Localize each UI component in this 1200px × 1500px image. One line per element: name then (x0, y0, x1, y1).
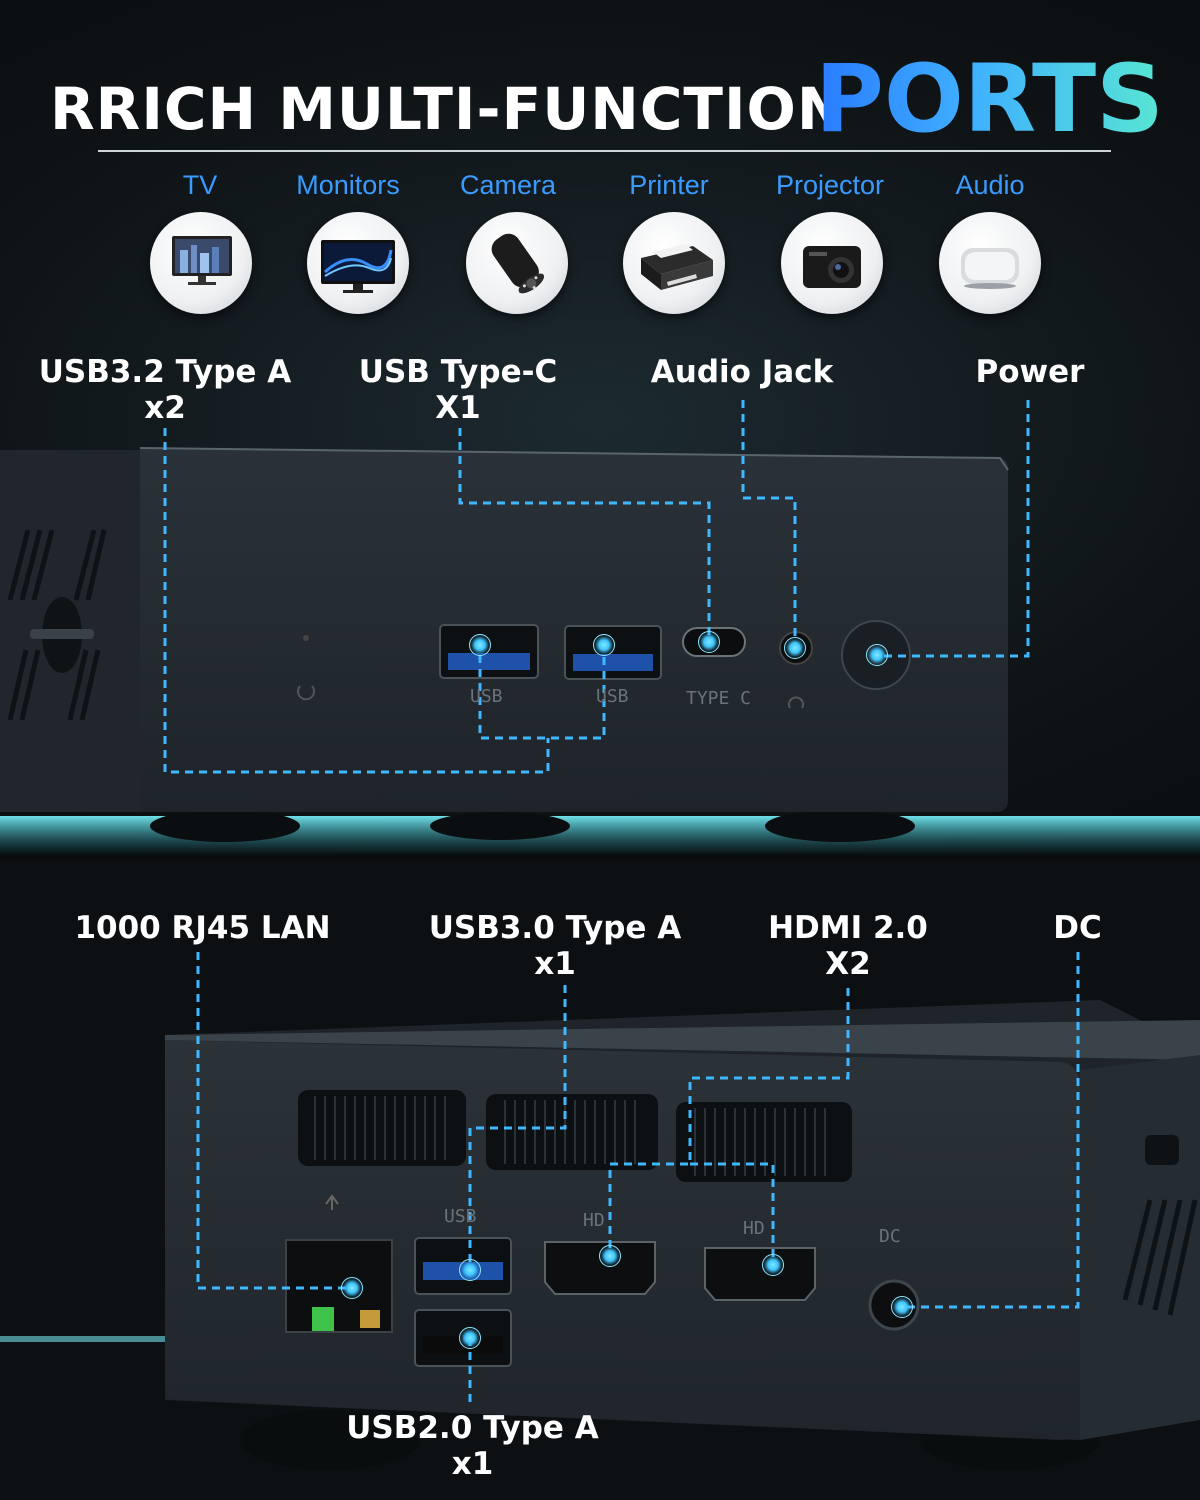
camera-icon (466, 212, 568, 314)
silkscreen-dc: DC (879, 1226, 901, 1247)
headphone-icon (788, 696, 804, 709)
callout-usb20-line2: x1 (451, 1446, 494, 1482)
power-led-icon (297, 685, 315, 701)
callout-hdmi-line1: HDMI 2.0 (768, 910, 928, 946)
callout-usb30-line1: USB3.0 Type A (428, 910, 682, 946)
rubber-foot (430, 812, 570, 840)
rubber-foot (150, 810, 300, 842)
callout-usb20-line1: USB2.0 Type A (346, 1410, 599, 1446)
port-marker (459, 1327, 481, 1349)
front-leader-lines (163, 400, 1030, 774)
silkscreen-usb-2: USB (596, 686, 629, 707)
title-main: RRICH MULTI-FUNCTION (50, 75, 847, 143)
callout-lan-line1: 1000 RJ45 LAN (74, 910, 331, 946)
front-unit (0, 400, 1200, 856)
port-marker (599, 1245, 621, 1267)
callout-usb32: USB3.2 Type A x2 (30, 354, 300, 426)
callout-hdmi: HDMI 2.0 X2 (748, 910, 948, 982)
callout-usb32-line2: x2 (144, 390, 186, 426)
callout-usb30-line2: x1 (534, 946, 576, 982)
silkscreen-hd-1: HD (583, 1210, 605, 1231)
tv-icon (150, 212, 252, 314)
callout-dc-line1: DC (1053, 910, 1102, 946)
silkscreen-hd-2: HD (743, 1218, 765, 1239)
projector-icon (781, 212, 883, 314)
port-marker (762, 1254, 784, 1276)
callout-usb20: USB2.0 Type A x1 (340, 1410, 605, 1482)
port-marker (891, 1296, 913, 1318)
callout-audio-jack: Audio Jack (632, 354, 852, 390)
printer-icon (623, 212, 725, 314)
callout-typec: USB Type-C X1 (338, 354, 578, 426)
silkscreen-usb-rear: USB (444, 1206, 477, 1227)
port-marker (341, 1277, 363, 1299)
glow-floor-rear (0, 1336, 165, 1342)
vent-grille-1 (298, 1090, 466, 1166)
port-marker (469, 634, 491, 656)
callout-power: Power (950, 354, 1110, 390)
usb32-port-1 (439, 624, 539, 679)
monitor-icon (307, 212, 409, 314)
hdmi-port-1 (544, 1241, 656, 1295)
vent-grille-2 (486, 1094, 658, 1170)
device-label-printer: Printer (629, 170, 709, 200)
lock-bar (30, 629, 94, 639)
port-marker (784, 637, 806, 659)
device-label-monitors: Monitors (296, 170, 400, 200)
device-label-projector: Projector (775, 170, 885, 200)
speaker-icon (939, 212, 1041, 314)
silkscreen-usb-1: USB (470, 686, 503, 707)
hdmi-port-2 (704, 1247, 816, 1301)
rubber-foot (765, 810, 915, 842)
port-marker (593, 634, 615, 656)
usb32-port-2 (564, 625, 662, 680)
rear-unit (0, 952, 1200, 1470)
port-marker (459, 1259, 481, 1281)
callout-power-line1: Power (975, 354, 1085, 390)
rear-leader-lines (196, 952, 1080, 1405)
lan-symbol-icon (325, 1194, 339, 1210)
device-label-audio: Audio (955, 170, 1025, 200)
callout-typec-line2: X1 (435, 390, 481, 426)
device-label-tv: TV (182, 170, 218, 200)
callout-lan: 1000 RJ45 LAN (60, 910, 345, 946)
title-accent: PORTS (815, 45, 1164, 154)
callout-usb32-line1: USB3.2 Type A (38, 354, 292, 390)
callout-audio-line1: Audio Jack (650, 354, 834, 390)
callout-usb30: USB3.0 Type A x1 (420, 910, 690, 982)
device-label-camera: Camera (459, 170, 557, 200)
port-marker (698, 631, 720, 653)
page-title: RRICH MULTI-FUNCTION PORTS (0, 45, 1200, 154)
callout-typec-line1: USB Type-C (358, 354, 558, 390)
side-vent (7, 529, 107, 721)
lock-slot (1145, 1135, 1179, 1165)
led-indicator (303, 635, 309, 641)
callout-dc: DC (1030, 910, 1125, 946)
title-underline (98, 150, 1111, 152)
rj45-lan-port (285, 1239, 393, 1333)
port-marker (866, 644, 888, 666)
silkscreen-typec: TYPE C (686, 688, 752, 709)
callout-hdmi-line2: X2 (825, 946, 871, 982)
